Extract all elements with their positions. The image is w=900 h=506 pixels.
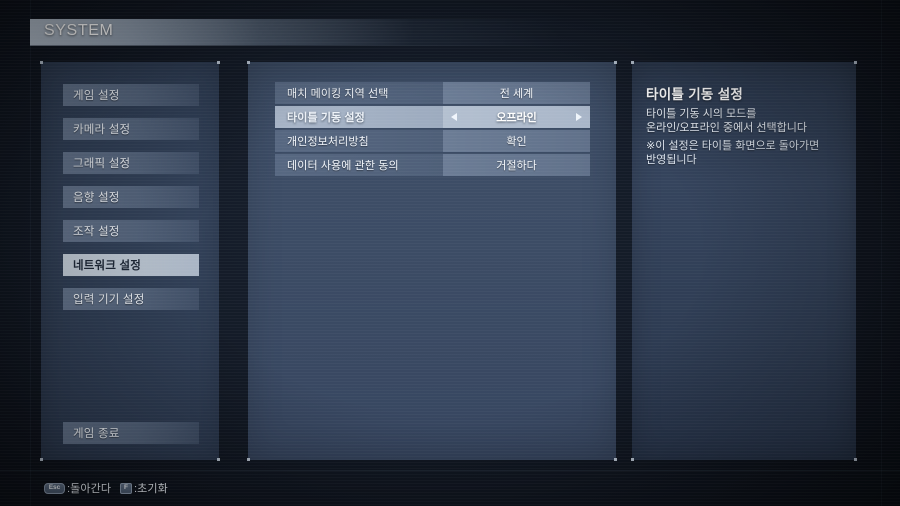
option-value-text: 확인 [506,136,527,148]
corner-marker-icon [217,458,220,461]
corner-marker-icon [247,61,250,64]
header-bar [30,19,882,45]
sidebar-item-label: 조작 설정 [73,226,120,238]
hint-reset-label: :초기화 [134,483,168,495]
sidebar-item-label: 음향 설정 [73,192,120,204]
sidebar-item-graphics-settings[interactable]: 그래픽 설정 [63,152,199,174]
info-note: ※이 설정은 타이틀 화면으로 돌아가면 반영됩니다 [646,140,820,166]
option-label: 매치 메이킹 지역 선택 [275,82,443,104]
info-description: 타이틀 기동 시의 모드를 온라인/오프라인 중에서 선택합니다 [646,108,807,134]
corner-marker-icon [40,61,43,64]
corner-marker-icon [40,458,43,461]
sidebar-item-network-settings[interactable]: 네트워크 설정 [63,254,199,276]
quit-game-button[interactable]: 게임 종료 [63,422,199,444]
option-value[interactable]: 거절하다 [443,154,590,176]
hint-back[interactable]: Esc :돌아간다 [44,480,111,496]
option-label: 데이터 사용에 관한 동의 [275,154,443,176]
sidebar-item-label: 카메라 설정 [73,124,131,136]
sidebar-item-label: 입력 기기 설정 [73,294,145,306]
info-panel: 타이틀 기동 설정 타이틀 기동 시의 모드를 온라인/오프라인 중에서 선택합… [631,61,857,461]
option-row-data-usage-consent[interactable]: 데이터 사용에 관한 동의 거절하다 [275,154,590,176]
option-value[interactable]: 확인 [443,130,590,152]
quit-game-label: 게임 종료 [73,428,120,440]
option-label: 타이틀 기동 설정 [275,106,443,128]
sidebar-item-label: 네트워크 설정 [73,260,142,272]
corner-marker-icon [631,458,634,461]
sidebar-item-audio-settings[interactable]: 음향 설정 [63,186,199,208]
corner-marker-icon [614,458,617,461]
option-value-text: 거절하다 [496,160,537,172]
f-key-icon: F [120,482,133,494]
sidebar-panel: 게임 설정 카메라 설정 그래픽 설정 음향 설정 조작 설정 네트워크 설정 … [40,61,220,461]
corner-marker-icon [631,61,634,64]
option-value[interactable]: 오프라인 [443,106,590,128]
corner-marker-icon [247,458,250,461]
corner-marker-icon [614,61,617,64]
hint-reset[interactable]: F :초기화 [120,480,168,496]
arrow-right-icon[interactable] [576,113,582,121]
option-value[interactable]: 전 세계 [443,82,590,104]
option-value-text: 전 세계 [499,88,534,100]
sidebar-item-controls-settings[interactable]: 조작 설정 [63,220,199,242]
sidebar-item-camera-settings[interactable]: 카메라 설정 [63,118,199,140]
option-label: 개인정보처리방침 [275,130,443,152]
corner-marker-icon [217,61,220,64]
hint-back-label: :돌아간다 [67,483,112,495]
corner-marker-icon [854,61,857,64]
options-panel: 매치 메이킹 지역 선택 전 세계 타이틀 기동 설정 오프라인 개인정보처리방… [247,61,617,461]
sidebar-item-input-device-settings[interactable]: 입력 기기 설정 [63,288,199,310]
option-row-title-launch-mode[interactable]: 타이틀 기동 설정 오프라인 [275,106,590,128]
decorative-vertical-line-left [30,0,31,506]
sidebar-item-game-settings[interactable]: 게임 설정 [63,84,199,106]
info-title: 타이틀 기동 설정 [646,87,744,102]
decorative-vertical-line-right [881,0,882,506]
esc-key-icon: Esc [44,482,65,494]
option-row-privacy-policy[interactable]: 개인정보처리방침 확인 [275,130,590,152]
arrow-left-icon[interactable] [451,113,457,121]
sidebar-item-label: 게임 설정 [73,90,120,102]
corner-marker-icon [854,458,857,461]
footer-separator [0,470,900,471]
sidebar-item-label: 그래픽 설정 [73,158,131,170]
footer-hints: Esc :돌아간다 F :초기화 [44,480,168,496]
option-value-text: 오프라인 [496,112,537,124]
header-underline [30,45,882,46]
option-row-matchmaking-region[interactable]: 매치 메이킹 지역 선택 전 세계 [275,82,590,104]
page-title: SYSTEM [44,22,114,39]
